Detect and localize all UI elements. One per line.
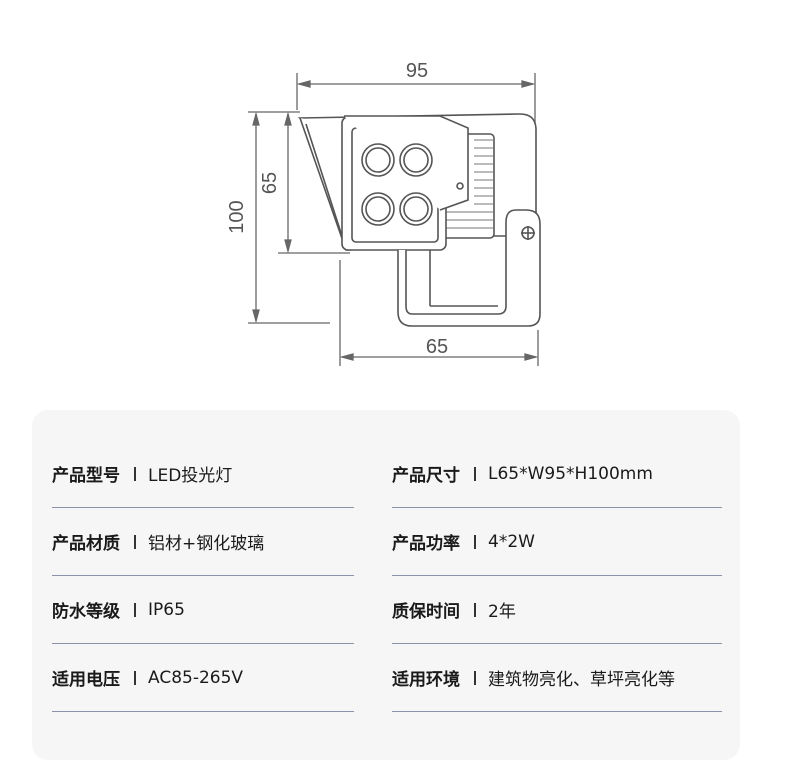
spec-row-size: 产品尺寸 L65*W95*H100mm — [392, 440, 722, 508]
spec-row-environment: 适用环境 建筑物亮化、草坪亮化等 — [392, 644, 722, 712]
lamp-illustration — [297, 113, 541, 327]
separator — [474, 466, 476, 481]
separator — [134, 670, 136, 685]
spec-value: 4*2W — [488, 531, 535, 552]
spec-row-waterproof: 防水等级 IP65 — [52, 576, 354, 644]
separator — [474, 534, 476, 549]
spec-label: 适用电压 — [52, 670, 120, 690]
spec-label: 产品材质 — [52, 534, 120, 554]
spec-row-power: 产品功率 4*2W — [392, 508, 722, 576]
spec-row-model: 产品型号 LED投光灯 — [52, 440, 354, 508]
product-dimension-drawing: 95 65 100 65 — [226, 60, 541, 366]
spec-card: 产品型号 LED投光灯 产品材质 铝材+钢化玻璃 防水等级 IP65 适用电压 … — [32, 410, 740, 760]
spec-value: IP65 — [148, 599, 185, 620]
spec-label: 适用环境 — [392, 670, 460, 690]
spec-value: 2年 — [488, 602, 516, 622]
dim-height-inner: 65 — [259, 172, 281, 194]
spec-value: AC85-265V — [148, 667, 244, 688]
spec-label: 产品功率 — [392, 534, 460, 554]
spec-label: 产品型号 — [52, 466, 120, 486]
spec-label: 产品尺寸 — [392, 466, 460, 486]
spec-value: 铝材+钢化玻璃 — [148, 534, 265, 554]
dim-width-bottom: 65 — [426, 336, 448, 358]
spec-value: L65*W95*H100mm — [488, 463, 653, 484]
spec-label: 防水等级 — [52, 602, 120, 622]
separator — [134, 466, 136, 481]
spec-value: 建筑物亮化、草坪亮化等 — [488, 670, 675, 690]
spec-row-warranty: 质保时间 2年 — [392, 576, 722, 644]
dim-height-total: 100 — [226, 200, 248, 233]
dim-width-top: 95 — [406, 60, 428, 82]
spec-value: LED投光灯 — [148, 466, 233, 486]
separator — [134, 534, 136, 549]
separator — [474, 602, 476, 617]
spec-label: 质保时间 — [392, 602, 460, 622]
spec-row-voltage: 适用电压 AC85-265V — [52, 644, 354, 712]
separator — [134, 602, 136, 617]
spec-row-material: 产品材质 铝材+钢化玻璃 — [52, 508, 354, 576]
separator — [474, 670, 476, 685]
